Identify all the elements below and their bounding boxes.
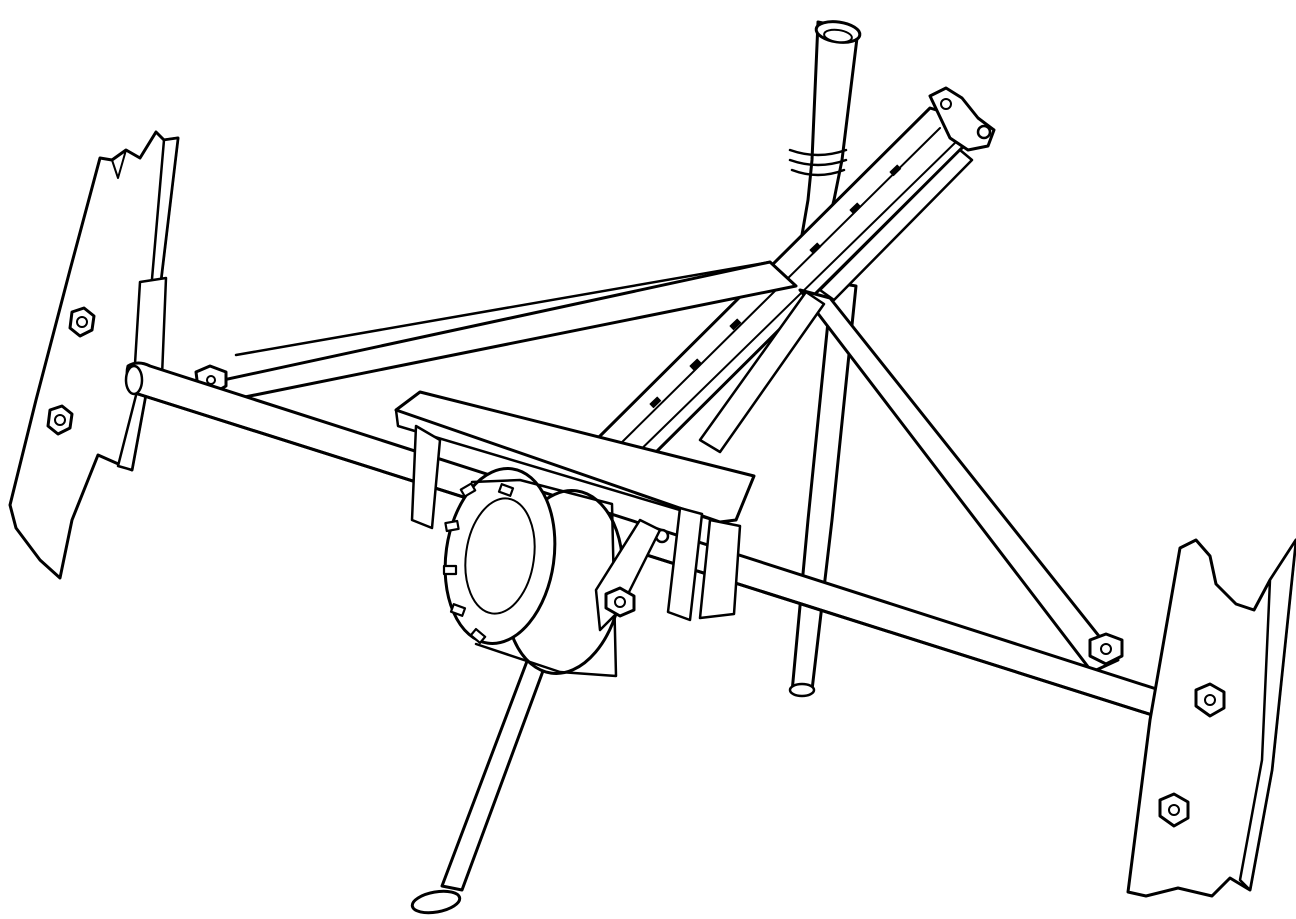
right-side-plate xyxy=(1126,538,1296,898)
right-plate-lower-nut xyxy=(1158,792,1190,828)
vertical-tube xyxy=(788,20,862,260)
left-plate-lower-nut xyxy=(46,404,74,436)
right-plate-upper-nut xyxy=(1194,682,1226,718)
adjustable-link-arm xyxy=(594,86,996,470)
left-plate-upper-nut xyxy=(68,306,96,338)
drum-hub xyxy=(442,467,662,678)
bracket-cover xyxy=(394,390,756,622)
hub-nut xyxy=(604,586,636,618)
left-side-plate xyxy=(8,130,180,580)
right-diagonal-brace xyxy=(698,288,1124,674)
right-brace-nut xyxy=(1088,632,1124,666)
support-leg xyxy=(410,646,552,915)
